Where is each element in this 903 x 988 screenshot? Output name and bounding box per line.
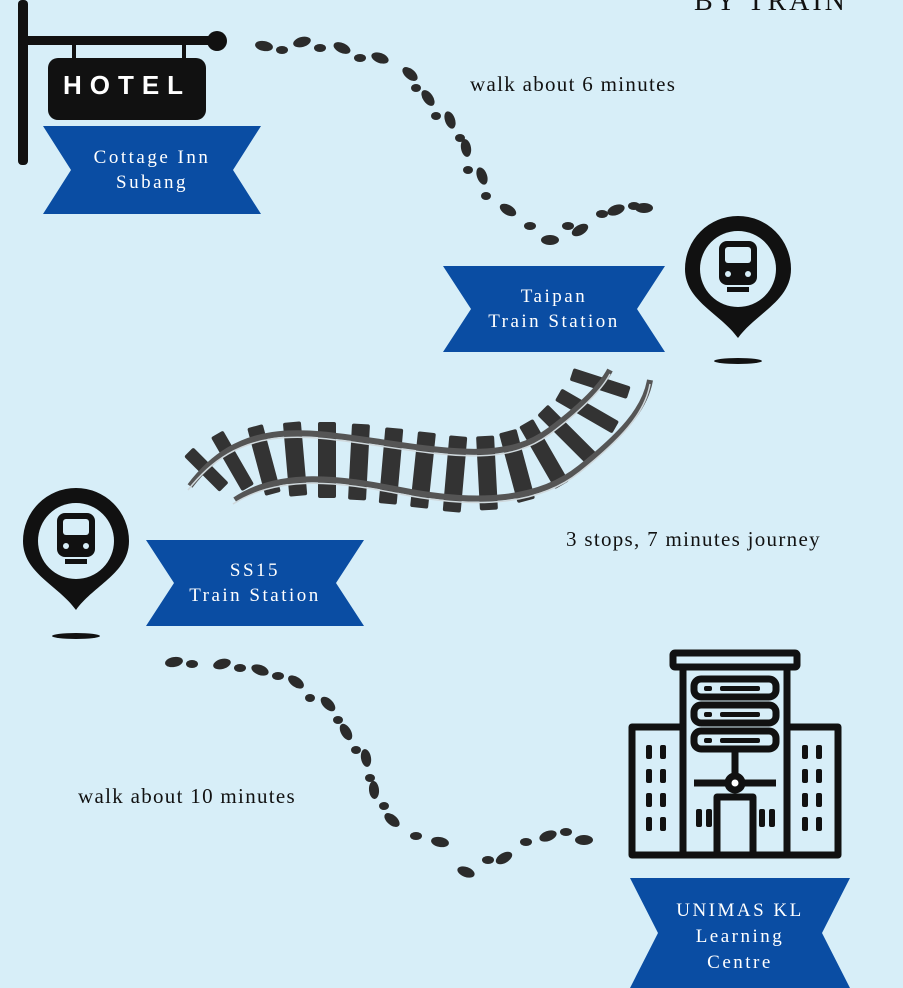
stop-subtitle: Train Station [189, 585, 321, 606]
railway-track-icon [184, 368, 653, 513]
banner-unimas: UNIMAS KL Learning Centre [630, 878, 850, 988]
stop-name: SS15 [229, 560, 281, 581]
train-pin-icon [23, 488, 129, 639]
stop-name: Taipan [520, 286, 588, 307]
stop-subtitle: Subang [116, 172, 188, 193]
building-icon [628, 649, 842, 859]
page-title: BY TRAIN [694, 0, 848, 17]
stop-subtitle: Train Station [488, 311, 620, 332]
footprints-icon [255, 36, 653, 245]
train-pin-icon [685, 216, 791, 364]
stop-name: UNIMAS KL [676, 900, 804, 921]
hotel-sign-icon [18, 0, 227, 165]
banner-cottage-inn: Cottage Inn Subang [43, 126, 261, 214]
hotel-sign-label: HOTEL [62, 70, 192, 100]
stop-subtitle: Learning [695, 926, 785, 947]
banner-ss15: SS15 Train Station [146, 540, 364, 626]
leg-walk-2: walk about 10 minutes [78, 784, 297, 808]
leg-train: 3 stops, 7 minutes journey [566, 527, 821, 551]
footprints-icon [165, 656, 593, 878]
stop-subtitle: Centre [707, 952, 773, 973]
stop-name: Cottage Inn [93, 147, 211, 168]
banner-taipan: Taipan Train Station [443, 266, 665, 352]
leg-walk-1: walk about 6 minutes [470, 72, 677, 96]
